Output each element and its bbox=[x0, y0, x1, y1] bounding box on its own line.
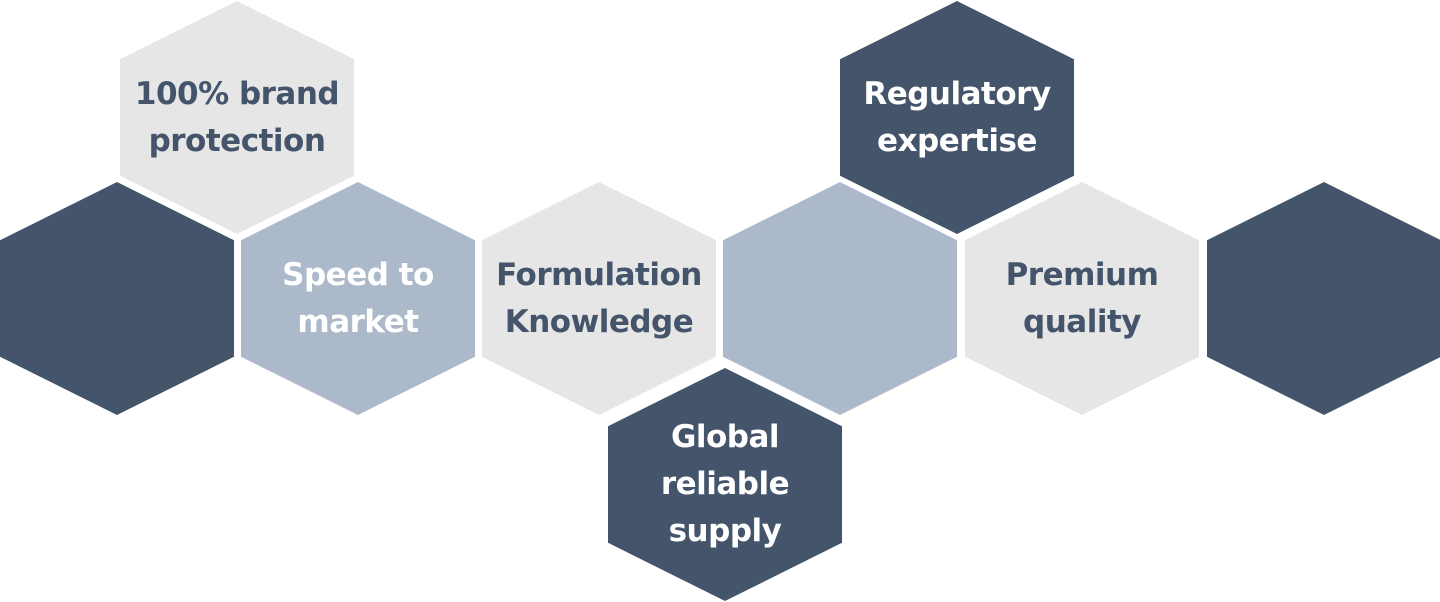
hex-formulation-knowledge: Formulation Knowledge bbox=[482, 182, 716, 415]
hex-label-line: Regulatory bbox=[863, 75, 1051, 112]
hex-label-line: Speed to bbox=[282, 256, 434, 293]
hex-right-blank bbox=[1207, 182, 1440, 415]
hex-label: Formulation Knowledge bbox=[496, 252, 702, 346]
hex-center-blank bbox=[723, 182, 957, 415]
hex-label-line: Formulation bbox=[496, 256, 702, 293]
hex-label-line: Global bbox=[670, 419, 780, 455]
hex-label-line: expertise bbox=[877, 122, 1037, 159]
hex-label-line: protection bbox=[148, 122, 326, 159]
hex-label: Regulatory expertise bbox=[863, 71, 1051, 165]
hex-label-line: 100% brand bbox=[134, 75, 340, 112]
hex-premium-quality: Premium quality bbox=[965, 182, 1199, 415]
hex-brand-protection: 100% brand protection bbox=[120, 1, 354, 234]
hex-label-line: Knowledge bbox=[504, 303, 694, 340]
hex-label-line: supply bbox=[668, 513, 782, 549]
hex-label: Speed to market bbox=[282, 252, 434, 346]
hex-regulatory-expertise: Regulatory expertise bbox=[840, 1, 1074, 234]
hex-label-line: market bbox=[297, 303, 419, 340]
hex-speed-to-market: Speed to market bbox=[241, 182, 475, 415]
hex-label: Premium quality bbox=[1006, 252, 1159, 346]
hex-label: Global reliable supply bbox=[660, 414, 790, 555]
hex-global-reliable-supply: Global reliable supply bbox=[608, 368, 842, 601]
hex-label-line: Premium bbox=[1005, 256, 1159, 293]
hex-label: 100% brand protection bbox=[134, 71, 340, 165]
hex-label-line: quality bbox=[1023, 303, 1141, 340]
hex-label-line: reliable bbox=[660, 466, 790, 502]
hex-left-blank bbox=[0, 182, 234, 415]
